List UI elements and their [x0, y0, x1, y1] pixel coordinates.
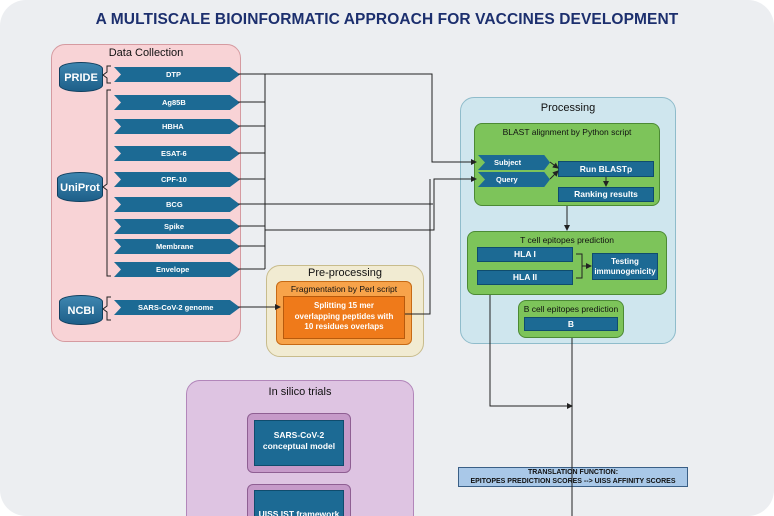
uniprot-database-icon: UniProt [57, 172, 103, 202]
translation-line-1: TRANSLATION FUNCTION: [527, 469, 619, 476]
tag-sars-cov-2-genome: SARS-CoV-2 genome [114, 300, 240, 315]
testing-immunogenicity-box: Testing immunogenicity [592, 253, 658, 280]
query-to-run [549, 170, 559, 180]
tag-esat6: ESAT-6 [114, 146, 240, 161]
splitting-peptides-box: Splitting 15 mer overlapping peptides wi… [283, 296, 405, 339]
pride-database-icon: PRIDE [59, 62, 103, 92]
tag-membrane: Membrane [114, 239, 240, 254]
hla1-box: HLA I [477, 247, 573, 262]
dtp-to-subject [265, 73, 477, 165]
hla2-box: HLA II [477, 270, 573, 285]
ncbi-database-icon: NCBI [59, 295, 103, 325]
fragmentation-label: Fragmentation by Perl script [290, 284, 398, 294]
ncbi-brace [102, 296, 111, 321]
ranking-results-box: Ranking results [558, 187, 654, 202]
preprocessing-label: Pre-processing [308, 267, 382, 279]
fragmentation-to-query [405, 179, 431, 315]
blast-label: BLAST alignment by Python script [502, 127, 632, 137]
processing-label: Processing [540, 102, 596, 114]
bcell-label: B cell epitopes prediction [523, 304, 619, 314]
translation-line-2: EPITOPES PREDICTION SCORES --> UISS AFFI… [470, 477, 676, 485]
tag-ag85b: Ag85B [114, 95, 240, 110]
tag-cpf10: CPF-10 [114, 172, 240, 187]
tag-dtp: DTP [114, 67, 240, 82]
translation-function-box: TRANSLATION FUNCTION: EPITOPES PREDICTIO… [458, 467, 688, 487]
uniprot-brace [102, 89, 111, 277]
tcell-label: T cell epitopes prediction [520, 235, 614, 245]
processing-left-down [489, 295, 573, 409]
tag-hbha: HBHA [114, 119, 240, 134]
run-blastp-box: Run BLASTp [558, 161, 654, 177]
tag-spike: Spike [114, 219, 240, 234]
subject-to-run [549, 161, 559, 169]
insilico-label: In silico trials [268, 386, 332, 398]
tag-envelope: Envelope [114, 262, 240, 277]
data-collection-label: Data Collection [108, 47, 184, 59]
tag-subject: Subject [478, 155, 550, 170]
tag-bcg: BCG [114, 197, 240, 212]
uiss-framework-box: UISS IST framework [254, 490, 344, 516]
collector-line [238, 73, 266, 270]
pride-brace [102, 65, 111, 84]
b-box: B [524, 317, 618, 331]
spike-to-query [265, 176, 477, 231]
tag-query: Query [478, 172, 550, 187]
conceptual-model-box: SARS-CoV-2 conceptual model [254, 420, 344, 466]
diagram-title: A MULTISCALE BIOINFORMATIC APPROACH FOR … [95, 11, 679, 28]
